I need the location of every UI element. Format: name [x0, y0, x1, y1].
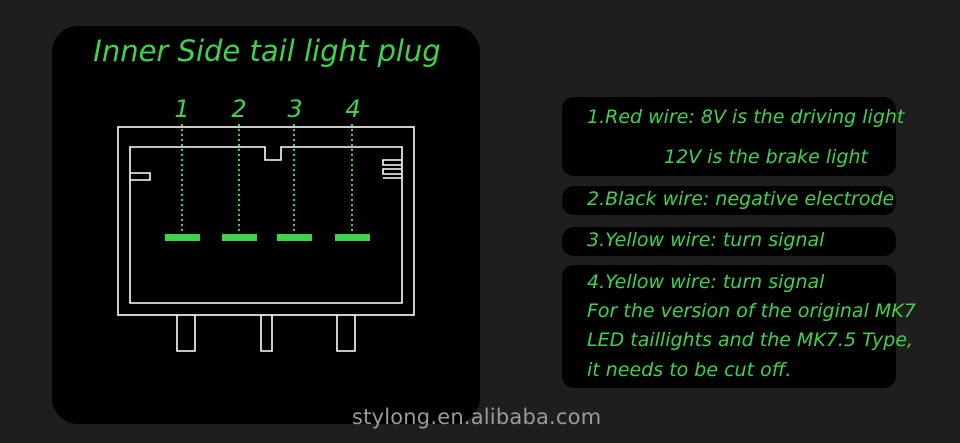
pin-number-label: 3: [287, 95, 302, 123]
wire-note-line: 12V is the brake light: [663, 146, 868, 168]
wire-note-line: 3.Yellow wire: turn signal: [587, 229, 825, 251]
wire-note-4: 4.Yellow wire: turn signal For the versi…: [562, 265, 916, 388]
diagram-title: Inner Side tail light plug: [93, 34, 441, 68]
housing-outer: [117, 126, 415, 316]
terminal-leg: [336, 315, 356, 352]
wire-note-1: 1.Red wire: 8V is the driving light 12V …: [562, 97, 904, 176]
terminal-leg: [176, 315, 196, 352]
plug-housing: [117, 126, 415, 352]
right-latch: [382, 159, 402, 179]
wire-note-line: For the version of the original MK7: [587, 300, 916, 322]
terminal-leg: [260, 315, 273, 352]
pin-contact: [165, 234, 200, 241]
wire-note-line: LED taillights and the MK7.5 Type,: [587, 329, 914, 351]
wire-note-2: 2.Black wire: negative electrode: [562, 186, 896, 215]
housing-inner: [129, 146, 403, 304]
pin-contact: [335, 234, 370, 241]
wire-note-line: it needs to be cut off.: [587, 359, 792, 381]
pin-contact: [222, 234, 257, 241]
pin-number-label: 4: [345, 95, 360, 123]
wire-note-3: 3.Yellow wire: turn signal: [562, 227, 896, 256]
left-latch: [130, 172, 151, 181]
pin-number-label: 2: [231, 95, 246, 123]
pin-contact: [277, 234, 312, 241]
wire-note-line: 1.Red wire: 8V is the driving light: [587, 106, 905, 128]
watermark: stylong.en.alibaba.com: [352, 405, 602, 429]
wire-note-line: 2.Black wire: negative electrode: [587, 188, 895, 210]
pin-number-label: 1: [174, 95, 189, 123]
diagram-panel: [52, 26, 480, 424]
wire-note-line: 4.Yellow wire: turn signal: [587, 271, 825, 293]
